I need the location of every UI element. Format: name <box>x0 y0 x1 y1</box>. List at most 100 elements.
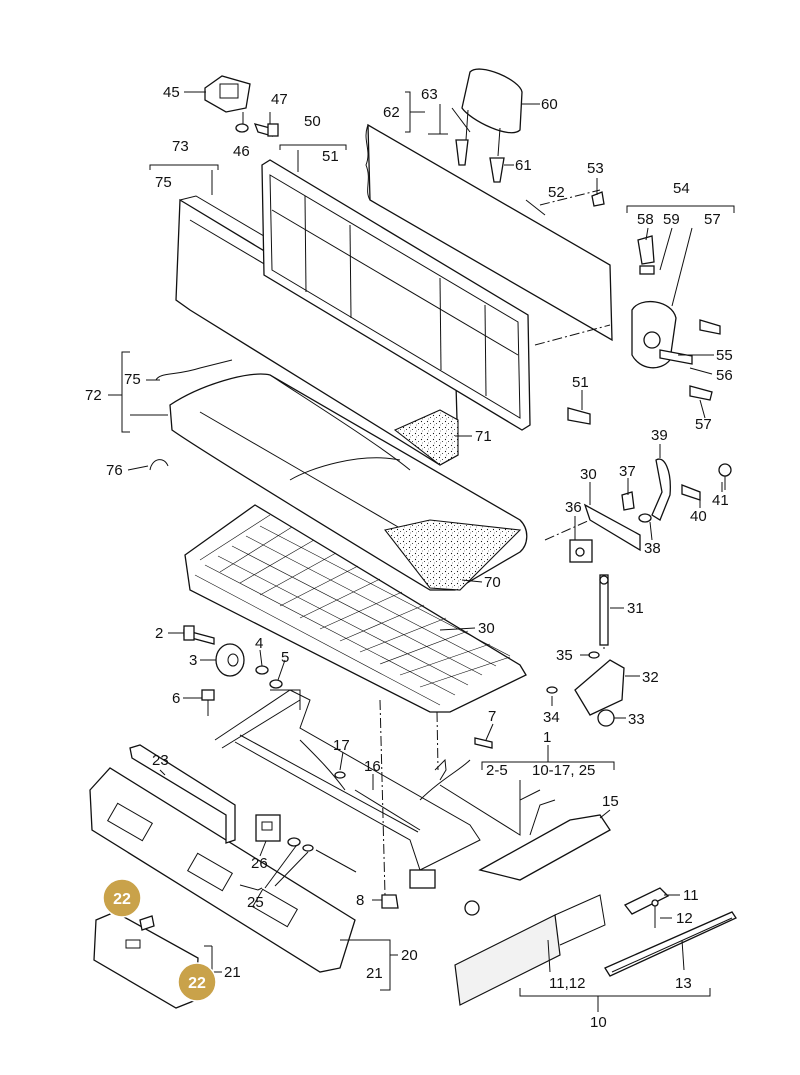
callout-23: 23 <box>152 752 169 769</box>
roller-3 <box>215 643 245 677</box>
seat-cushion <box>169 373 528 591</box>
callout-31: 31 <box>627 600 644 617</box>
washer-34 <box>546 686 558 694</box>
callout-36: 36 <box>565 499 582 516</box>
callout-63: 63 <box>421 86 438 103</box>
bolt-2 <box>183 625 215 645</box>
callout-38: 38 <box>644 540 661 557</box>
rear-panel <box>365 123 613 342</box>
latch-assembly <box>591 191 721 401</box>
callout-51-bottom: 51 <box>572 374 589 391</box>
washer-38 <box>638 513 652 523</box>
callout-26: 26 <box>251 855 268 872</box>
front-panel-20 <box>89 767 356 973</box>
callout-52: 52 <box>548 184 565 201</box>
badge-22-bottom-label: 22 <box>188 975 206 992</box>
callout-30-grid: 30 <box>478 620 495 637</box>
callout-57-top: 57 <box>704 211 721 228</box>
callout-labels: 45 47 46 50 51 73 75 62 63 60 61 52 53 5… <box>85 84 733 1031</box>
callout-40: 40 <box>690 508 707 525</box>
callout-54: 54 <box>673 180 690 197</box>
callout-12: 12 <box>676 910 693 927</box>
callout-35: 35 <box>556 647 573 664</box>
nut-40 <box>681 484 701 501</box>
callout-62: 62 <box>383 104 400 121</box>
callout-50: 50 <box>304 113 321 130</box>
callout-11-12: 11,12 <box>549 975 585 992</box>
callout-16: 16 <box>364 758 381 775</box>
bolt-7 <box>474 737 493 749</box>
seat-base-frame <box>214 689 541 889</box>
seat-mesh-frame <box>184 504 527 713</box>
trim-strip-23 <box>129 744 236 844</box>
callout-10-17-25: 10-17, 25 <box>532 762 595 779</box>
knob-33 <box>597 709 615 727</box>
headrest-guide-61 <box>489 157 505 183</box>
callout-21-cover: 21 <box>224 964 241 981</box>
callout-76: 76 <box>106 462 123 479</box>
callout-75-left: 75 <box>124 371 141 388</box>
headrest <box>461 68 523 157</box>
callout-57-bottom: 57 <box>695 416 712 433</box>
callout-25: 25 <box>247 894 264 911</box>
highlight-badge-22-bottom[interactable]: 22 <box>177 962 217 1002</box>
clip-75 <box>155 359 233 381</box>
callout-58: 58 <box>637 211 654 228</box>
lever-32 <box>574 659 625 716</box>
backrest-frame <box>261 159 531 431</box>
lock-plate-11 <box>623 887 670 915</box>
headrest-guide-63 <box>455 139 469 166</box>
badge-22-top-label: 22 <box>113 891 131 908</box>
callout-4: 4 <box>255 635 263 652</box>
leader-lines <box>108 91 735 1012</box>
bolt-51 <box>567 407 591 425</box>
washer-17 <box>334 771 346 779</box>
washer-46 <box>235 123 249 133</box>
callout-33: 33 <box>628 711 645 728</box>
clip-76 <box>149 459 169 471</box>
callout-73: 73 <box>172 138 189 155</box>
callout-8: 8 <box>356 892 364 909</box>
rod-16 <box>354 789 421 831</box>
callout-3: 3 <box>189 652 197 669</box>
bolt-37 <box>621 491 635 511</box>
callout-60: 60 <box>541 96 558 113</box>
callout-45: 45 <box>163 84 180 101</box>
cross-member-15 <box>464 799 611 916</box>
callout-32: 32 <box>642 669 659 686</box>
callout-39: 39 <box>651 427 668 444</box>
bolt-47 <box>253 123 279 137</box>
callout-2-5: 2-5 <box>486 762 508 779</box>
callout-37: 37 <box>619 463 636 480</box>
washer-35 <box>588 651 600 659</box>
nut-5 <box>269 679 283 689</box>
callout-59: 59 <box>663 211 680 228</box>
bracket-39 <box>651 458 671 521</box>
callout-61: 61 <box>515 157 532 174</box>
plate-36 <box>569 539 593 563</box>
highlight-badge-22-top[interactable]: 22 <box>102 878 142 918</box>
callout-47: 47 <box>271 91 288 108</box>
bracket-26 <box>255 814 281 842</box>
callout-71: 71 <box>475 428 492 445</box>
callout-1: 1 <box>543 729 551 746</box>
pin-12 <box>651 899 659 928</box>
callout-6: 6 <box>172 690 180 707</box>
gas-strut-31 <box>599 574 609 646</box>
callout-21-panel: 21 <box>366 965 383 982</box>
callout-2: 2 <box>155 625 163 642</box>
callout-7: 7 <box>488 708 496 725</box>
clip-22 <box>139 915 155 931</box>
callout-17: 17 <box>333 737 350 754</box>
bolt-41 <box>718 463 732 490</box>
callout-46: 46 <box>233 143 250 160</box>
callout-72: 72 <box>85 387 102 404</box>
callout-13: 13 <box>675 975 692 992</box>
nut-8 <box>381 894 399 909</box>
callout-20: 20 <box>401 947 418 964</box>
bolt-6 <box>201 689 215 716</box>
callout-11: 11 <box>683 887 699 904</box>
callout-55: 55 <box>716 347 733 364</box>
callout-34: 34 <box>543 709 560 726</box>
